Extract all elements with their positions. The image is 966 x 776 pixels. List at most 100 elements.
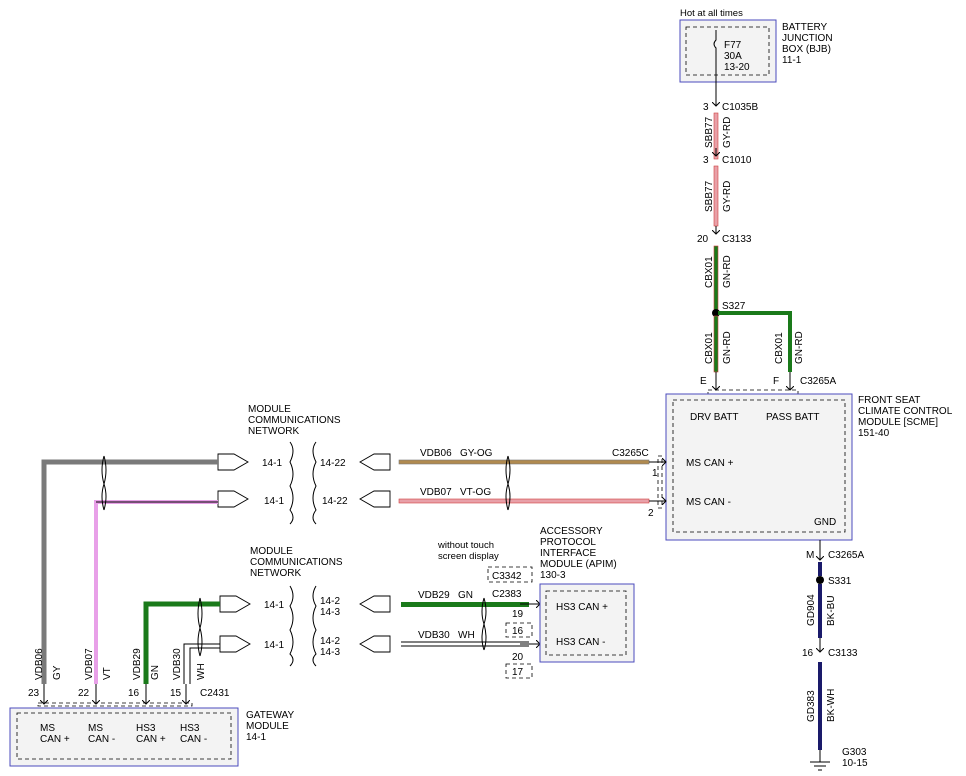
gw-vdb30-color: WH <box>196 663 207 680</box>
pin-e: E <box>700 376 707 387</box>
scme-name-3: MODULE [SCME] <box>858 417 938 428</box>
wire-cbx01-main-color: GN-RD <box>722 255 733 288</box>
wire-gd904[interactable] <box>818 584 822 638</box>
mcn-top-ref-left-2: 14-1 <box>264 496 284 507</box>
mcn-bottom-connector-right-1 <box>359 595 391 613</box>
apim-pin-20: 20 <box>512 652 524 663</box>
scme-module[interactable]: DRV BATT PASS BATT MS CAN + MS CAN - GND… <box>665 393 953 541</box>
gw-vdb06-color: GY <box>52 665 63 680</box>
apim-name-4: MODULE (APIM) <box>540 559 617 570</box>
gw-label-2b: CAN - <box>88 734 115 745</box>
wire-cbx01-left-color: GN-RD <box>722 331 733 364</box>
gw-label-4b: CAN - <box>180 734 207 745</box>
mcn-top-label-3: NETWORK <box>248 426 299 437</box>
wire-vdb29-gateway[interactable] <box>143 601 220 684</box>
ground-pin-16: 16 <box>802 648 814 659</box>
wire-vdb30[interactable] <box>401 641 529 647</box>
wire-vdb06[interactable] <box>398 459 650 465</box>
gw-vdb29-color: GN <box>150 665 161 680</box>
apim-module[interactable]: ACCESSORY PROTOCOL INTERFACE MODULE (API… <box>437 526 635 679</box>
bjb-ref: 11-1 <box>782 55 802 66</box>
c3265a-dash <box>707 389 799 395</box>
gateway-name-1: GATEWAY <box>246 710 294 721</box>
ground-ref: 10-15 <box>842 758 868 769</box>
connector-c1010: C1010 <box>722 155 752 166</box>
wire-sbb77-b-circuit: SBB77 <box>704 180 715 212</box>
connector-c3265c: C3265C <box>612 448 649 459</box>
mcn-bottom: MODULE COMMUNICATIONS NETWORK 14-1 14-1 … <box>219 546 391 667</box>
wire-vdb06-color: GY-OG <box>460 448 493 459</box>
mcn-bottom-connector-right-2 <box>359 635 391 653</box>
apim-pin-19: 19 <box>512 609 524 620</box>
wire-vdb06-gateway[interactable] <box>41 459 218 684</box>
scme-ms-can-plus: MS CAN + <box>686 458 734 469</box>
wire-vdb06-circuit: VDB06 <box>420 448 452 459</box>
splice-s331[interactable]: S331 <box>816 576 852 587</box>
gateway-module[interactable]: MS CAN + MS CAN - HS3 CAN + HS3 CAN - GA… <box>9 707 294 767</box>
gw-label-1b: CAN + <box>40 734 70 745</box>
connector-c3265a-top: C3265A <box>800 376 836 387</box>
gw-pin-16: 16 <box>128 688 140 699</box>
connector-c2431: C2431 <box>200 688 230 699</box>
wire-gd904-upper[interactable] <box>818 562 822 576</box>
apim-alt-connector: C3342 <box>492 571 522 582</box>
gw-vdb29-circuit: VDB29 <box>132 648 143 680</box>
ground-pin-m: M <box>806 550 814 561</box>
gw-label-1a: MS <box>40 723 55 734</box>
mcn-bottom-label-1: MODULE <box>250 546 293 557</box>
wire-vdb07-gateway[interactable] <box>94 500 218 684</box>
wire-vdb30-gateway[interactable] <box>183 643 220 684</box>
mcn-bottom-label-3: NETWORK <box>250 568 301 579</box>
c3265c-dash <box>657 455 663 509</box>
mcn-bottom-ref-left-1: 14-1 <box>264 600 284 611</box>
wire-sbb77-a[interactable] <box>713 112 719 160</box>
wire-cbx01-right[interactable] <box>718 311 792 372</box>
gateway-ref: 14-1 <box>246 732 266 743</box>
apim-pin-16: 16 <box>512 626 524 637</box>
wire-vdb29-color: GN <box>458 590 473 601</box>
wire-vdb30-circuit: VDB30 <box>418 630 450 641</box>
ground-icon <box>810 750 830 771</box>
scme-name-1: FRONT SEAT <box>858 395 920 406</box>
wire-vdb07-circuit: VDB07 <box>420 487 452 498</box>
bjb-inner-dash <box>685 26 770 76</box>
mcn-top-connector-left-1 <box>217 453 249 471</box>
mcn-bottom-break-left <box>289 585 294 667</box>
gw-pin-23: 23 <box>28 688 40 699</box>
fuse-f77-icon <box>713 30 717 95</box>
wire-vdb07-color: VT-OG <box>460 487 491 498</box>
wire-vdb07[interactable] <box>398 498 650 504</box>
connector-c3133: C3133 <box>722 234 752 245</box>
mcn-top: MODULE COMMUNICATIONS NETWORK 14-1 14-1 … <box>217 404 391 525</box>
gateway-inner-dash <box>16 712 232 760</box>
wire-gd383[interactable] <box>818 662 822 750</box>
mcn-top-connector-left-2 <box>217 490 249 508</box>
fuse-name: F77 <box>724 40 742 51</box>
apim-name-1: ACCESSORY <box>540 526 603 537</box>
scme-outline <box>665 393 853 541</box>
mcn-bottom-ref-right-2a: 14-2 <box>320 636 340 647</box>
wire-cbx01-main-circuit: CBX01 <box>704 256 715 288</box>
c2431-dash <box>37 702 193 707</box>
gw-pin-15: 15 <box>170 688 182 699</box>
ground-g303: G303 <box>842 747 867 758</box>
scme-gnd: GND <box>814 517 836 528</box>
mcn-top-ref-right-2: 14-22 <box>322 496 348 507</box>
scme-inner-dash <box>672 399 846 533</box>
battery-junction-box[interactable]: Hot at all times F77 30A 13-20 BATTERY J… <box>679 8 833 95</box>
scme-ms-can-minus: MS CAN - <box>686 497 731 508</box>
mcn-bottom-connector-left-1 <box>219 595 251 613</box>
pin-f: F <box>773 376 779 387</box>
wire-cbx01-right-color: GN-RD <box>794 331 805 364</box>
gw-pin-22: 22 <box>78 688 90 699</box>
mcn-bottom-ref-left-2: 14-1 <box>264 640 284 651</box>
apim-alt-connector-box <box>487 566 533 583</box>
splice-s331-label: S331 <box>828 576 852 587</box>
gateway-name-2: MODULE <box>246 721 289 732</box>
wire-vdb29[interactable] <box>401 602 529 607</box>
apim-pin-17: 17 <box>512 667 524 678</box>
ms-can-wires: VDB06 GY-OG VDB07 VT-OG C3265C 1 2 <box>398 448 666 519</box>
apim-hs-minus: HS3 CAN - <box>556 637 605 648</box>
wire-sbb77-a-circuit: SBB77 <box>704 116 715 148</box>
